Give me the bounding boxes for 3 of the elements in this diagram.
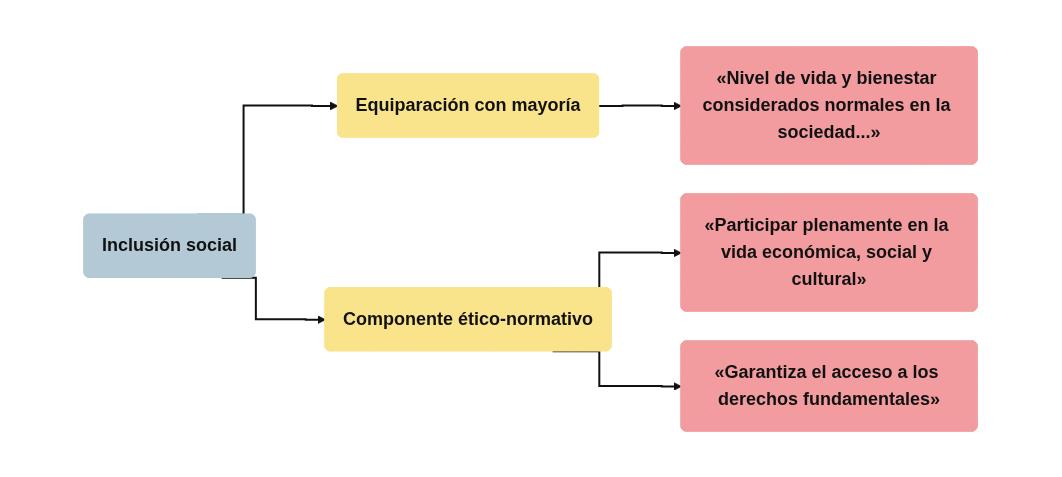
arrow: [598, 101, 683, 110]
arrow: [221, 276, 327, 324]
arrow: [552, 349, 683, 391]
